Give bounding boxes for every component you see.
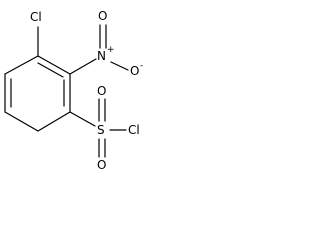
- nitro-minus-charge: -: [140, 61, 143, 71]
- sulfonyl-chlorine-label: Cl: [128, 123, 140, 137]
- chlorine-ring-label: Cl: [30, 10, 42, 24]
- nitro-nitrogen-label: N: [97, 49, 106, 63]
- sulfonyl-oxygen-top-label: O: [97, 84, 106, 98]
- ring-bond-c3-c4: [37, 111, 71, 132]
- nitro-plus-charge: +: [107, 45, 115, 55]
- ring-bond-c6-c1: [4, 55, 39, 75]
- bond-ring-to-nitro: [69, 58, 97, 75]
- sulfur-label: S: [97, 123, 105, 137]
- ring-double-bond-inner-top: [37, 62, 64, 78]
- molecule-structure: Cl N + O O - S O O Cl: [4, 9, 143, 172]
- ring-bond-c4-c5: [4, 111, 39, 132]
- bond-ring-to-sulfur: [69, 111, 96, 127]
- benzene-ring: [4, 55, 71, 132]
- sulfonyl-oxygen-bottom-label: O: [97, 158, 106, 172]
- nitro-oxygen-top-label: O: [98, 9, 107, 23]
- ring-bond-c1-c2: [37, 55, 71, 75]
- bond-nitro-oxygen-right: [110, 61, 129, 71]
- nitro-oxygen-right-label: O: [130, 64, 139, 78]
